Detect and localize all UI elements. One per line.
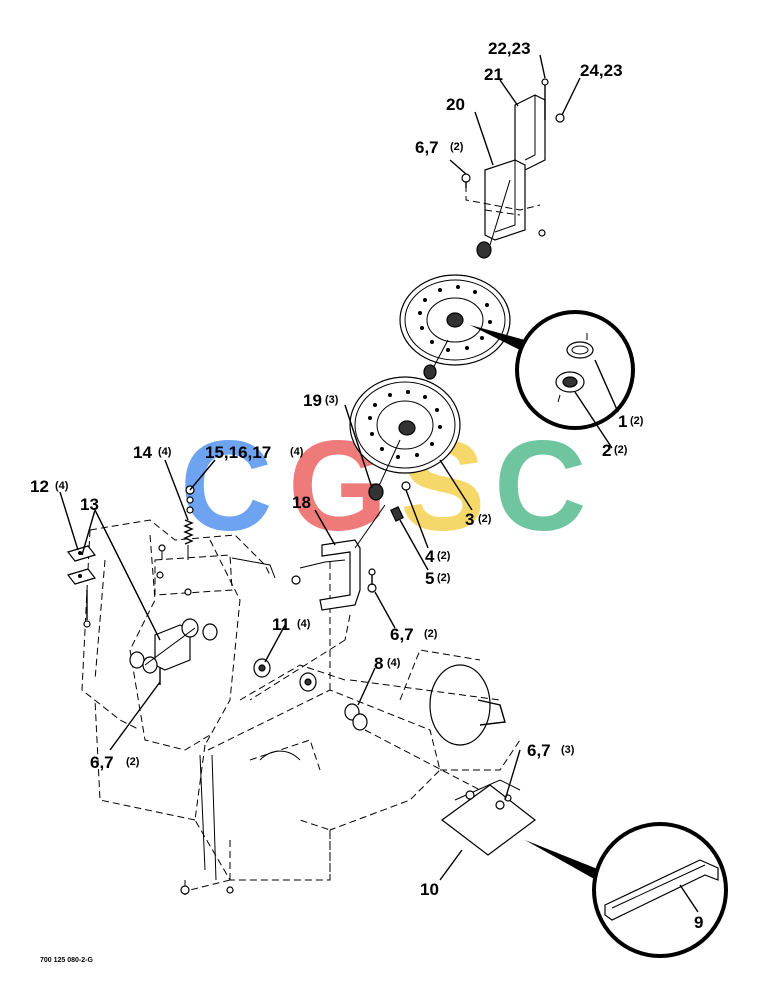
detail-circle-channel xyxy=(592,822,728,958)
shield-panel xyxy=(440,779,600,880)
callout-21: 21 xyxy=(484,65,503,84)
callout-4: 4 xyxy=(425,547,435,566)
callout-14-qty: (4) xyxy=(158,446,172,458)
callout-20: 20 xyxy=(446,95,465,114)
lower-pulley xyxy=(349,376,461,501)
callout-labels: 22,23 21 24,23 20 6,7 (2) 19 (3) 1 (2) 2… xyxy=(30,39,703,932)
callout-15-16-17-qty: (4) xyxy=(290,446,304,458)
callout-19: 19 xyxy=(303,391,322,410)
callout-6-7-mid: 6,7 xyxy=(390,625,414,644)
upper-pulley xyxy=(399,274,525,380)
callout-6-7-left-qty: (2) xyxy=(126,756,140,768)
callout-5-qty: (2) xyxy=(437,572,451,584)
callout-22-23: 22,23 xyxy=(488,39,531,58)
detail-circle-bearings xyxy=(515,310,635,430)
drawing-code: 700 125 080-2-G xyxy=(40,957,93,964)
callout-12: 12 xyxy=(30,477,49,496)
callout-6-7-left: 6,7 xyxy=(90,753,114,772)
callout-8-qty: (4) xyxy=(387,657,401,669)
bearing-group xyxy=(253,658,481,791)
callout-24-23: 24,23 xyxy=(580,61,623,80)
callout-1: 1 xyxy=(618,412,627,431)
left-bracket-assembly xyxy=(66,485,276,685)
leader-lines xyxy=(59,54,699,913)
watermark-letter-c2: C xyxy=(494,415,586,558)
callout-19-qty: (3) xyxy=(325,394,339,406)
baler-frame-phantom xyxy=(81,519,521,895)
callout-10: 10 xyxy=(420,880,439,899)
callout-9: 9 xyxy=(694,913,703,932)
callout-8: 8 xyxy=(374,654,383,673)
callout-5: 5 xyxy=(425,569,434,588)
callout-15-16-17: 15,16,17 xyxy=(205,443,271,462)
callout-6-7-mid-qty: (2) xyxy=(424,628,438,640)
callout-12-qty: (4) xyxy=(55,480,69,492)
idler-arm-assembly xyxy=(249,481,411,701)
callout-2-qty: (2) xyxy=(614,444,628,456)
callout-11-qty: (4) xyxy=(297,618,311,630)
callout-6-7-right-qty: (3) xyxy=(561,744,575,756)
callout-11: 11 xyxy=(272,615,290,634)
watermark-letter-c1: C xyxy=(180,415,272,558)
upper-bracket-assembly xyxy=(461,78,565,259)
callout-4-qty: (2) xyxy=(437,550,451,562)
callout-2: 2 xyxy=(602,441,611,460)
callout-6-7-top-qty: (2) xyxy=(450,141,464,153)
callout-14: 14 xyxy=(133,443,152,462)
callout-6-7-top: 6,7 xyxy=(415,138,439,157)
callout-1-qty: (2) xyxy=(630,415,644,427)
callout-6-7-right: 6,7 xyxy=(527,741,551,760)
callout-3: 3 xyxy=(465,510,474,529)
callout-13: 13 xyxy=(80,495,99,514)
callout-18: 18 xyxy=(292,493,311,512)
callout-3-qty: (2) xyxy=(478,513,492,525)
